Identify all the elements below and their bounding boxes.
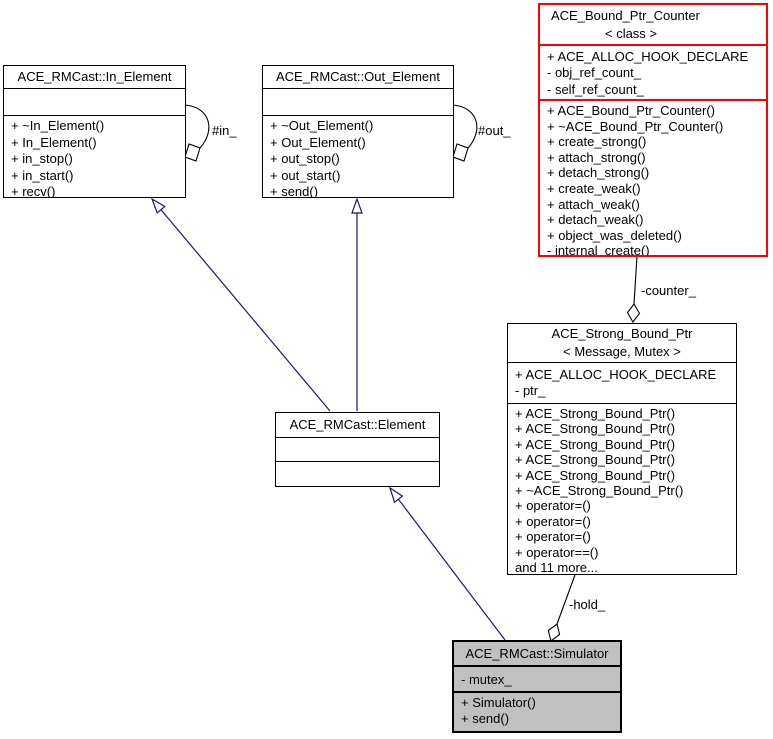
class-box-bound-ptr-counter[interactable]: ACE_Bound_Ptr_Counter < class > + ACE_AL…: [538, 3, 768, 257]
member-line: + in_start(): [11, 167, 74, 183]
member-line: + send(): [461, 711, 510, 727]
member-line: + attach_strong(): [547, 149, 646, 165]
class-box-strong-bound-ptr[interactable]: ACE_Strong_Bound_Ptr < Message, Mutex > …: [507, 323, 737, 575]
member-line: + ACE_Strong_Bound_Ptr(): [515, 421, 676, 437]
member-line: + ~Out_Element(): [270, 118, 374, 133]
methods-compartment-strong-bound-ptr: + ACE_Strong_Bound_Ptr()+ ACE_Strong_Bou…: [508, 404, 736, 574]
member-line: + ACE_Strong_Bound_Ptr(): [515, 436, 676, 452]
member-line: + create_weak(): [547, 180, 641, 196]
generalization-arrowhead-in-element: [150, 197, 166, 214]
class-name: ACE_RMCast::In_Element: [17, 69, 172, 84]
attributes-compartment-out-element: [263, 89, 453, 116]
member-line: + attach_weak(): [547, 196, 640, 212]
generalization-line-simulator-to-element: [397, 498, 506, 641]
attributes-compartment-bound-ptr-counter: + ACE_ALLOC_HOOK_DECLARE- obj_ref_count_…: [540, 46, 766, 101]
attributes-compartment-element: [276, 438, 439, 462]
attributes-compartment-strong-bound-ptr: + ACE_ALLOC_HOOK_DECLARE- ptr_: [508, 363, 736, 404]
self-loop-in-element: [184, 104, 210, 149]
edge-label-counter: -counter_: [641, 283, 696, 298]
methods-compartment-simulator: + Simulator()+ send(): [454, 693, 620, 731]
member-line: + operator=(): [515, 513, 591, 529]
generalization-arrowhead-out-element: [351, 197, 363, 214]
generalization-arrowhead-element: [388, 486, 404, 504]
class-title-simulator: ACE_RMCast::Simulator: [454, 642, 620, 667]
edge-label-hold: -hold_: [569, 597, 606, 612]
class-name: ACE_Bound_Ptr_Counter: [551, 7, 700, 23]
class-template-args: < class >: [604, 25, 658, 41]
class-box-in-element[interactable]: ACE_RMCast::In_Element + ~In_Element()+ …: [3, 65, 186, 198]
aggregation-diamond-hold: [547, 623, 561, 642]
member-line: + ~In_Element(): [11, 118, 105, 133]
member-line: + ACE_Strong_Bound_Ptr(): [515, 406, 676, 421]
class-box-element[interactable]: ACE_RMCast::Element: [275, 412, 440, 487]
member-line: - ptr_: [515, 383, 546, 399]
edge-label-out-loop: #out_: [478, 123, 511, 138]
class-template-args: < Message, Mutex >: [563, 344, 681, 359]
member-line: + send(): [270, 184, 319, 197]
class-box-simulator[interactable]: ACE_RMCast::Simulator - mutex_ + Simulat…: [452, 640, 622, 733]
self-loop-out-element: [452, 104, 478, 149]
member-line: + ~ACE_Strong_Bound_Ptr(): [515, 483, 684, 499]
member-line: + operator=(): [515, 529, 591, 545]
class-title-bound-ptr-counter: ACE_Bound_Ptr_Counter < class >: [540, 5, 766, 46]
methods-compartment-out-element: + ~Out_Element()+ Out_Element()+ out_sto…: [263, 116, 453, 197]
class-name: ACE_RMCast::Element: [289, 417, 426, 432]
class-box-out-element[interactable]: ACE_RMCast::Out_Element + ~Out_Element()…: [262, 65, 454, 198]
class-title-strong-bound-ptr: ACE_Strong_Bound_Ptr < Message, Mutex >: [508, 324, 736, 363]
member-line: + object_was_deleted(): [547, 227, 682, 243]
methods-compartment-element: [276, 462, 439, 486]
member-line: + out_stop(): [270, 151, 340, 167]
class-title-out-element: ACE_RMCast::Out_Element: [263, 66, 453, 89]
aggregation-diamond-in-loop: [184, 143, 201, 162]
member-line: + in_stop(): [11, 151, 73, 167]
class-name: ACE_RMCast::Out_Element: [275, 69, 440, 84]
member-line: and 11 more...: [515, 560, 598, 574]
member-line: + In_Element(): [11, 134, 97, 150]
attributes-compartment-simulator: - mutex_: [454, 667, 620, 693]
edge-label-in-loop: #in_: [212, 123, 237, 138]
member-line: + operator==(): [515, 544, 599, 560]
methods-compartment-in-element: + ~In_Element()+ In_Element()+ in_stop()…: [4, 116, 185, 197]
member-line: + detach_strong(): [547, 165, 650, 181]
member-line: + ACE_Strong_Bound_Ptr(): [515, 452, 676, 468]
member-line: + operator=(): [515, 498, 591, 514]
member-line: + recv(): [11, 184, 56, 197]
generalization-line-element-to-in-element: [160, 209, 331, 412]
class-name: ACE_Strong_Bound_Ptr: [551, 326, 693, 341]
member-line: + ACE_ALLOC_HOOK_DECLARE: [547, 49, 749, 64]
class-name: ACE_RMCast::Simulator: [465, 645, 609, 661]
class-title-in-element: ACE_RMCast::In_Element: [4, 66, 185, 89]
member-line: - internal_create(): [547, 243, 650, 255]
class-title-element: ACE_RMCast::Element: [276, 413, 439, 438]
aggregation-line-counter: [633, 255, 638, 305]
member-line: + create_strong(): [547, 134, 647, 150]
member-line: + ACE_ALLOC_HOOK_DECLARE: [515, 367, 717, 382]
member-line: + ACE_Bound_Ptr_Counter(): [547, 103, 716, 118]
member-line: - mutex_: [461, 672, 512, 687]
methods-compartment-bound-ptr-counter: + ACE_Bound_Ptr_Counter()+ ~ACE_Bound_Pt…: [540, 101, 766, 255]
member-line: - self_ref_count_: [547, 81, 644, 97]
attributes-compartment-in-element: [4, 89, 185, 116]
member-line: + ~ACE_Bound_Ptr_Counter(): [547, 118, 724, 134]
member-line: - obj_ref_count_: [547, 65, 641, 81]
member-line: + detach_weak(): [547, 212, 644, 228]
member-line: + out_start(): [270, 167, 341, 183]
member-line: + ACE_Strong_Bound_Ptr(): [515, 467, 676, 483]
aggregation-diamond-counter: [626, 303, 641, 323]
aggregation-diamond-out-loop: [452, 143, 469, 162]
member-line: + Simulator(): [461, 695, 536, 710]
member-line: + Out_Element(): [270, 134, 366, 150]
